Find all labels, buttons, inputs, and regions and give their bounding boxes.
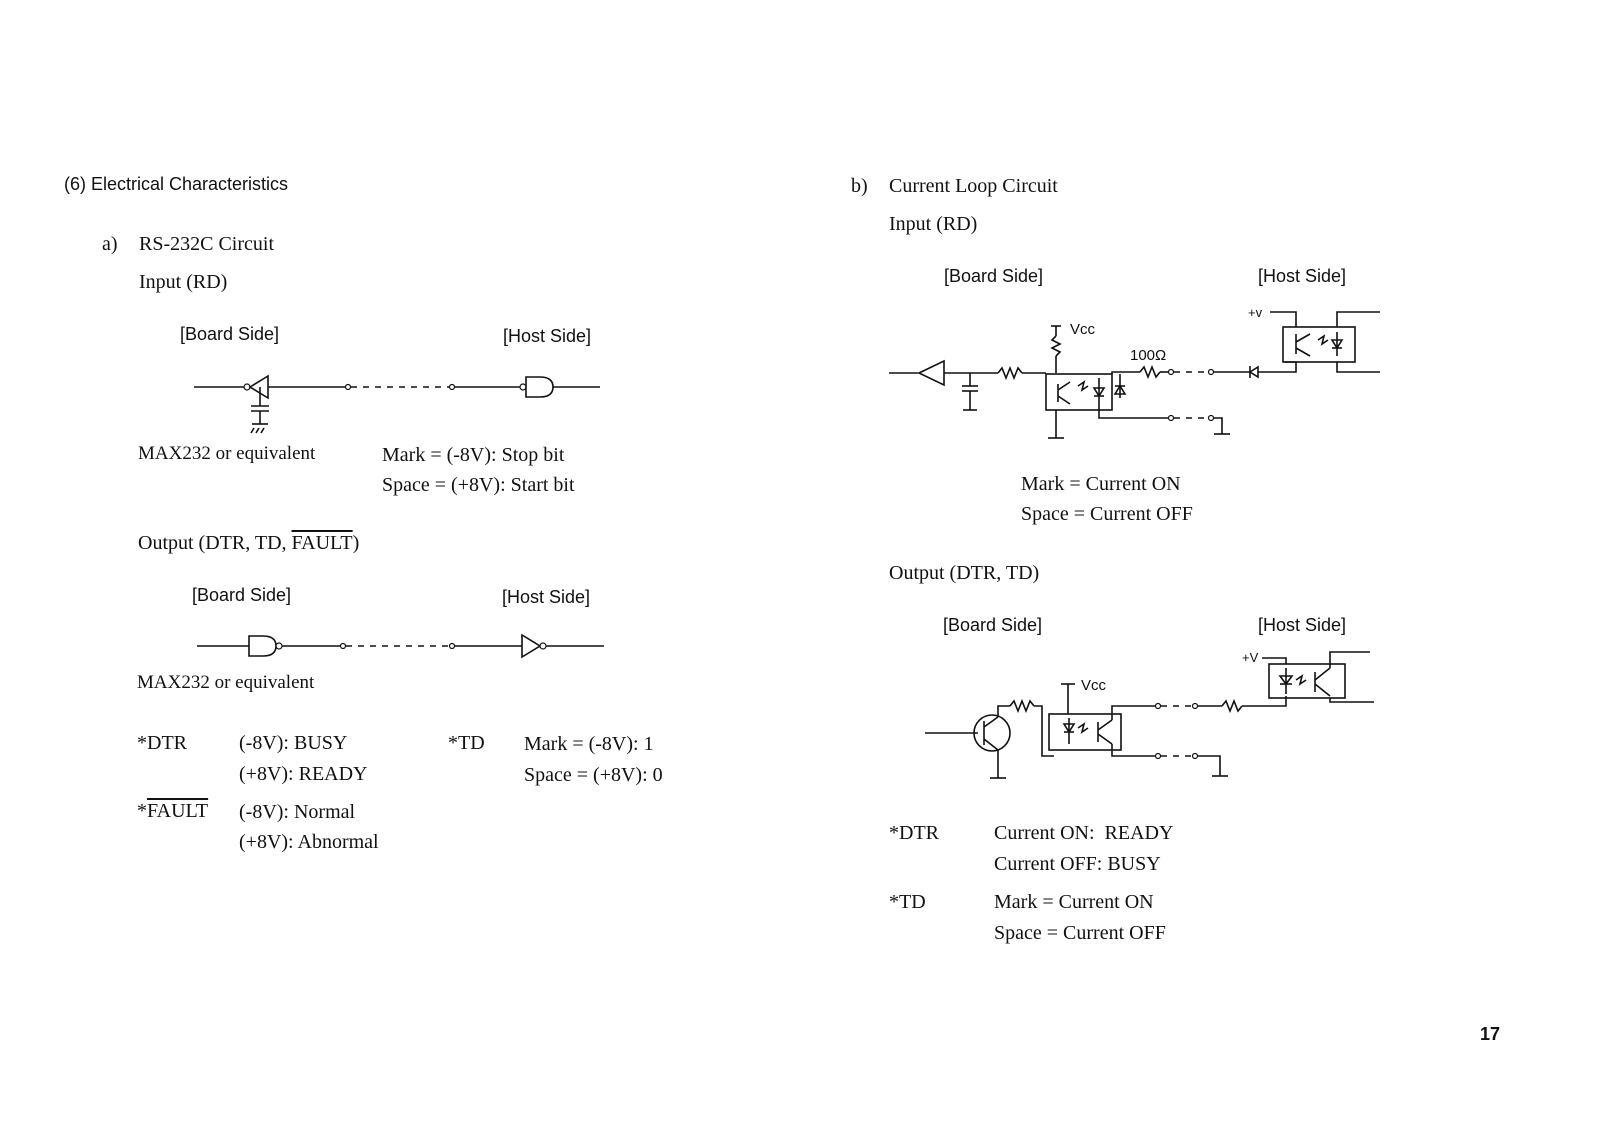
td-mark: Mark = (-8V): 1 — [524, 733, 654, 755]
cl-board-side-label: [Board Side] — [944, 266, 1044, 286]
output-label-suffix: ) — [352, 532, 360, 554]
fault-star: * — [137, 800, 147, 822]
output-board-side-label: [Board Side] — [192, 585, 292, 605]
cl-td-space: Space = Current OFF — [994, 922, 1166, 944]
cl-input-rd-label: Input (RD) — [889, 213, 978, 235]
output-max232-label: MAX232 or equivalent — [137, 672, 315, 693]
input-max232-label: MAX232 or equivalent — [138, 443, 316, 464]
cl-output-vcc-label: Vcc — [1081, 677, 1107, 694]
output-label: Output (DTR, TD, FAULT) — [138, 532, 359, 555]
input-space-text: Space = (+8V): Start bit — [382, 474, 575, 496]
cl-input-space: Space = Current OFF — [1021, 503, 1193, 525]
td-name: *TD — [448, 732, 485, 754]
cl-td-name: *TD — [889, 891, 926, 913]
dtr-name: *DTR — [137, 732, 187, 754]
fault-normal: (-8V): Normal — [239, 801, 356, 823]
host-side-label: [Host Side] — [503, 326, 592, 346]
output-label-prefix: Output (DTR, TD, — [138, 532, 292, 554]
cl-td-mark: Mark = Current ON — [994, 891, 1154, 913]
cl-resistor-label: 100Ω — [1130, 347, 1167, 364]
td-space: Space = (+8V): 0 — [524, 764, 663, 786]
dtr-ready: (+8V): READY — [239, 763, 368, 785]
output-label-fault: FAULT — [291, 532, 353, 554]
cl-output-label: Output (DTR, TD) — [889, 562, 1040, 584]
cl-output-host-side-label: [Host Side] — [1258, 615, 1347, 635]
fault-abnormal: (+8V): Abnormal — [239, 831, 379, 853]
cl-vcc-label: Vcc — [1070, 321, 1096, 338]
subsection-a-label: a) — [102, 233, 118, 255]
subsection-b-title: Current Loop Circuit — [889, 175, 1058, 197]
board-side-label: [Board Side] — [180, 324, 280, 344]
page-number: 17 — [1480, 1024, 1501, 1044]
cl-output-plus-v-label: +V — [1242, 650, 1259, 665]
cl-dtr-on: Current ON: READY — [994, 822, 1174, 844]
dtr-busy: (-8V): BUSY — [239, 732, 348, 754]
cl-plus-v-label: +v — [1248, 305, 1263, 320]
cl-output-board-side-label: [Board Side] — [943, 615, 1043, 635]
cl-input-mark: Mark = Current ON — [1021, 473, 1181, 495]
input-mark-text: Mark = (-8V): Stop bit — [382, 444, 565, 466]
cl-dtr-off: Current OFF: BUSY — [994, 853, 1161, 875]
input-rd-label: Input (RD) — [139, 271, 228, 293]
subsection-a-title: RS-232C Circuit — [139, 233, 275, 255]
cl-host-side-label: [Host Side] — [1258, 266, 1347, 286]
fault-label: FAULT — [147, 800, 209, 822]
fault-name: *FAULT — [137, 800, 208, 823]
subsection-b-label: b) — [851, 175, 868, 197]
section-title: (6) Electrical Characteristics — [64, 174, 289, 194]
cl-dtr-name: *DTR — [889, 822, 939, 844]
output-host-side-label: [Host Side] — [502, 587, 591, 607]
